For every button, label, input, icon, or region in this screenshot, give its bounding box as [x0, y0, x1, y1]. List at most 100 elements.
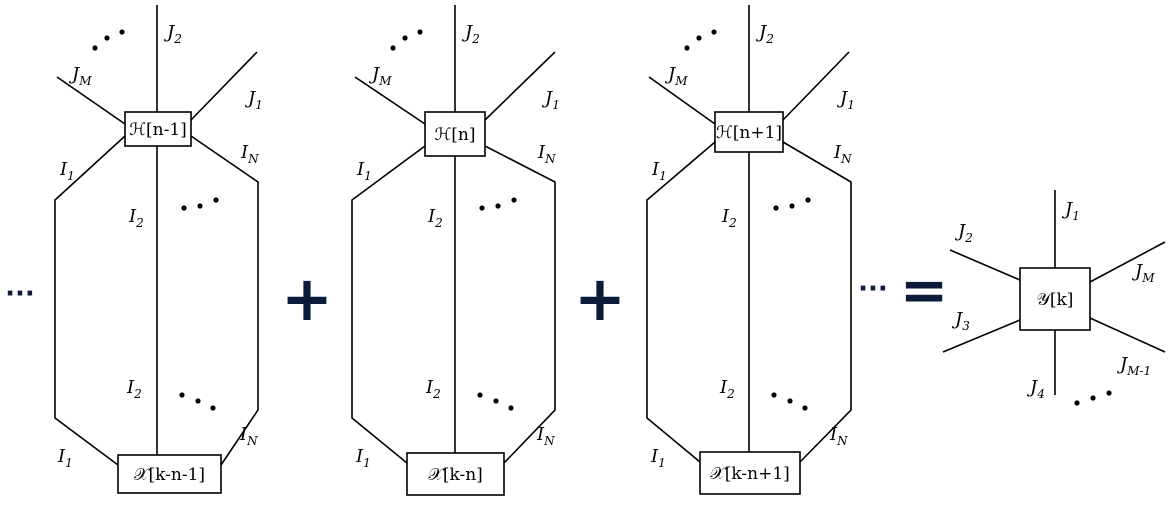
dot — [511, 197, 517, 203]
leg-j1 — [190, 51, 258, 121]
dot — [771, 392, 777, 398]
label-i1-top: I1 — [356, 159, 372, 183]
ellipsis-upper-dots — [773, 197, 811, 211]
label-i1-top: I1 — [59, 159, 75, 183]
label-j2: J2 — [954, 221, 973, 245]
label-i2-top: I2 — [427, 206, 443, 230]
dot — [1090, 395, 1096, 401]
dot — [805, 197, 811, 203]
label-in-bottom: IN — [536, 424, 555, 448]
top-node-label: ℋ[n] — [434, 125, 475, 145]
dot — [181, 205, 187, 211]
label-j1: J1 — [1061, 199, 1080, 223]
dot — [213, 197, 219, 203]
label-jm: JM — [68, 64, 92, 88]
leg-jm — [56, 76, 126, 125]
ellipsis-upper-dots — [479, 197, 517, 211]
plus-sign-2: + — [574, 262, 626, 335]
label-i2-top: I2 — [721, 206, 737, 230]
edge-in — [782, 141, 852, 463]
label-j1: J1 — [541, 88, 560, 112]
leg-jm — [648, 76, 716, 125]
dot — [477, 392, 483, 398]
bottom-node-label: 𝒳[k-n+1] — [710, 464, 790, 484]
ellipsis-upper-dots — [181, 197, 219, 211]
label-j1: J1 — [836, 88, 855, 112]
dot — [684, 45, 690, 51]
dot — [210, 405, 216, 411]
label-i1-bottom: I1 — [650, 446, 666, 470]
ellipsis-lower-dots — [771, 392, 808, 411]
result-node: 𝒴[k] — [1019, 267, 1091, 331]
top-node-box — [424, 111, 486, 157]
dot — [92, 45, 98, 51]
label-i2-bottom: I2 — [126, 377, 142, 401]
label-in-bottom: IN — [829, 424, 848, 448]
dot — [402, 35, 408, 41]
edge-i1 — [351, 145, 426, 464]
dot — [789, 203, 795, 209]
dot — [195, 398, 201, 404]
leg-jm — [354, 76, 426, 125]
label-i2-top: I2 — [128, 206, 144, 230]
dot — [773, 205, 779, 211]
leading-ellipsis: ··· — [5, 279, 35, 309]
result-node-label: 𝒴[k] — [1037, 290, 1074, 310]
label-in-top: IN — [240, 142, 259, 166]
bottom-node: 𝒳[k-n] — [406, 452, 505, 496]
ellipsis-top-dots — [92, 29, 125, 51]
bottom-node-box — [699, 451, 801, 495]
dot — [390, 45, 396, 51]
label-i2-bottom: I2 — [719, 377, 735, 401]
label-in-top: IN — [537, 142, 556, 166]
dot — [417, 29, 423, 35]
top-node-box — [124, 111, 192, 147]
dot — [802, 405, 808, 411]
leg-j1 — [782, 51, 850, 121]
dot — [711, 29, 717, 35]
dot — [119, 29, 125, 35]
label-j2: J2 — [163, 22, 182, 46]
leg-jm1 — [1089, 317, 1166, 353]
label-jm: JM — [368, 64, 392, 88]
dot — [197, 203, 203, 209]
leg-j1 — [484, 51, 556, 121]
label-in-top: IN — [833, 142, 852, 166]
ellipsis-lower-dots — [179, 392, 216, 411]
label-i1-top: I1 — [651, 159, 667, 183]
label-i2-bottom: I2 — [425, 377, 441, 401]
leg-jm — [1089, 241, 1166, 283]
top-node-label: ℋ[n+1] — [716, 123, 782, 143]
plus-sign-1: + — [281, 262, 333, 335]
label-j2: J2 — [461, 22, 480, 46]
top-node: ℋ[n+1] — [714, 111, 784, 153]
bottom-node: 𝒳[k-n+1] — [699, 451, 801, 495]
ellipsis-top-dots — [390, 29, 423, 51]
leg-j2 — [949, 249, 1021, 281]
dot — [1106, 390, 1112, 396]
top-node-box — [714, 111, 784, 153]
bottom-node-label: 𝒳[k-n-1] — [134, 465, 205, 485]
edge-in — [190, 135, 259, 466]
leg-j3 — [942, 319, 1021, 353]
ellipsis-top-dots — [684, 29, 717, 51]
label-j4: J4 — [1026, 377, 1045, 401]
dot — [787, 398, 793, 404]
equals-sign: = — [900, 256, 949, 324]
label-in-bottom: IN — [239, 424, 258, 448]
ellipsis-dots — [1074, 390, 1112, 406]
dot — [696, 35, 702, 41]
bottom-node: 𝒳[k-n-1] — [117, 454, 222, 494]
edge-i1 — [54, 135, 126, 466]
top-node: ℋ[n-1] — [124, 111, 192, 147]
bottom-node-label: 𝒳[k-n] — [428, 465, 483, 485]
dot — [495, 203, 501, 209]
dot — [179, 392, 185, 398]
ellipsis-lower-dots — [477, 392, 514, 411]
